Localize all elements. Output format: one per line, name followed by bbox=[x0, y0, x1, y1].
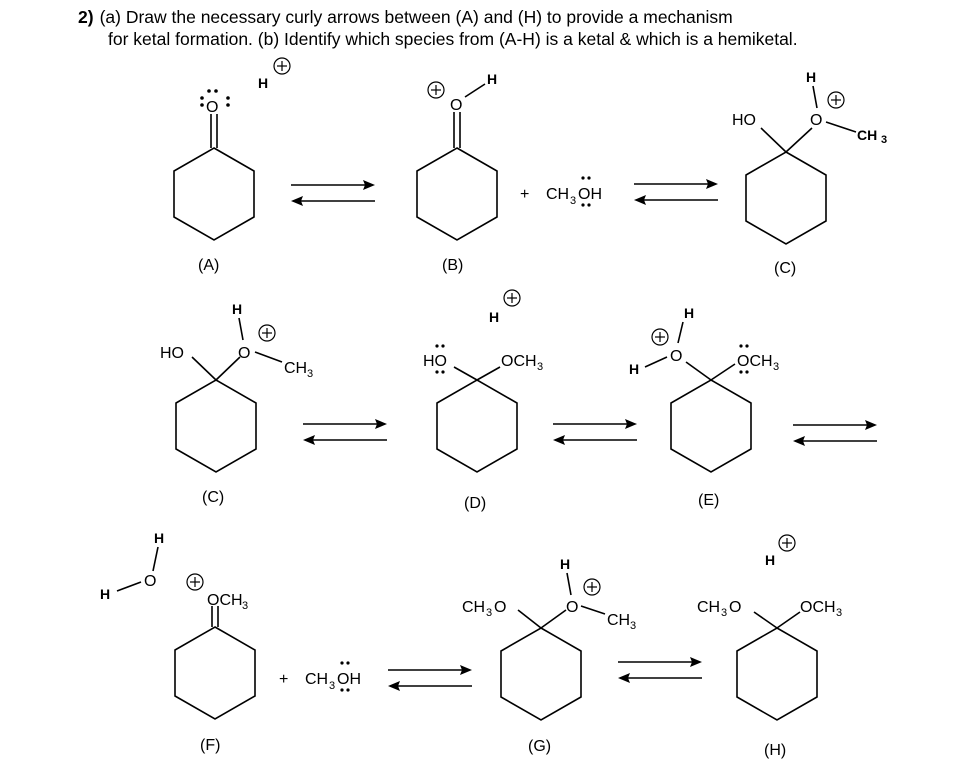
atom-h: H bbox=[629, 361, 639, 377]
equilibrium-arrows-icon bbox=[302, 418, 388, 446]
atom-h: H bbox=[806, 69, 816, 85]
label-c-top: (C) bbox=[774, 260, 796, 277]
subscript-3: 3 bbox=[773, 361, 779, 373]
methanol-sub: 3 bbox=[570, 195, 576, 207]
atom-ho: HO bbox=[732, 112, 756, 129]
plus-charge-icon bbox=[827, 91, 845, 109]
atom-ch3: CH bbox=[284, 360, 307, 377]
subscript-3: 3 bbox=[307, 368, 313, 380]
atom-ch3: CH bbox=[857, 127, 877, 143]
atom-h: H bbox=[684, 305, 694, 321]
methanol-ch: CH bbox=[305, 671, 328, 688]
atom-ho: HO bbox=[160, 345, 184, 362]
proton-h: H bbox=[489, 309, 499, 325]
label-h: (H) bbox=[764, 742, 786, 759]
atom-o: O bbox=[450, 97, 462, 114]
plus-charge-icon bbox=[778, 534, 796, 552]
subscript-3: 3 bbox=[486, 607, 492, 619]
atom-och3: OCH bbox=[800, 599, 836, 616]
equilibrium-arrows-icon bbox=[552, 418, 638, 446]
plus-charge-icon bbox=[427, 81, 445, 99]
subscript-3: 3 bbox=[881, 134, 887, 146]
label-f: (F) bbox=[200, 737, 220, 754]
equilibrium-arrows-icon bbox=[633, 178, 719, 206]
proton-h: H bbox=[258, 75, 268, 91]
atom-h: H bbox=[100, 586, 110, 602]
methanol-oh: OH bbox=[337, 671, 361, 688]
methanol-sub: 3 bbox=[329, 680, 335, 692]
molecule-b: O H bbox=[416, 71, 498, 241]
atom-och3: OCH bbox=[501, 353, 537, 370]
equilibrium-arrows-icon bbox=[792, 419, 878, 447]
atom-ch3o-ch: CH bbox=[697, 599, 720, 616]
atom-o: O bbox=[238, 345, 250, 362]
subscript-3: 3 bbox=[630, 620, 636, 632]
question-text: 2)(a) Draw the necessary curly arrows be… bbox=[78, 6, 798, 50]
atom-och3: OCH bbox=[207, 592, 243, 609]
label-c-middle: (C) bbox=[202, 489, 224, 506]
atom-h: H bbox=[154, 530, 164, 546]
molecule-c-top: HO O H CH 3 bbox=[732, 69, 887, 245]
molecule-f: OCH 3 bbox=[174, 573, 256, 720]
label-a: (A) bbox=[198, 257, 219, 274]
plus-charge-icon bbox=[503, 289, 521, 307]
label-d: (D) bbox=[464, 495, 486, 512]
question-line-1: (a) Draw the necessary curly arrows betw… bbox=[99, 7, 733, 27]
label-b: (B) bbox=[442, 257, 463, 274]
molecule-d: H HO OCH 3 bbox=[423, 289, 543, 473]
question-number: 2) bbox=[78, 7, 94, 27]
equilibrium-arrows-icon bbox=[617, 656, 703, 684]
subscript-3: 3 bbox=[721, 607, 727, 619]
atom-o: O bbox=[566, 599, 578, 616]
plus-charge-icon bbox=[186, 573, 204, 591]
plus-charge-icon bbox=[258, 324, 276, 342]
label-e: (E) bbox=[698, 492, 719, 509]
plus-charge-icon bbox=[273, 57, 291, 75]
label-g: (G) bbox=[528, 738, 551, 755]
atom-o: O bbox=[670, 348, 682, 365]
atom-ho: HO bbox=[423, 353, 447, 370]
subscript-3: 3 bbox=[242, 600, 248, 612]
methanol-reagent-2: + CH 3 OH bbox=[279, 661, 361, 692]
methanol-ch: CH bbox=[546, 186, 569, 203]
atom-ch3o-o: O bbox=[494, 599, 506, 616]
atom-ch3o-o: O bbox=[729, 599, 741, 616]
subscript-3: 3 bbox=[537, 361, 543, 373]
atom-h: H bbox=[487, 71, 497, 87]
equilibrium-arrows-icon bbox=[290, 179, 376, 207]
molecule-a: O H bbox=[173, 57, 291, 241]
atom-o: O bbox=[206, 99, 218, 116]
plus-sign: + bbox=[279, 671, 288, 688]
atom-h: H bbox=[560, 556, 570, 572]
plus-sign: + bbox=[520, 186, 529, 203]
subscript-3: 3 bbox=[836, 607, 842, 619]
molecule-e: O H H OCH 3 bbox=[629, 305, 779, 473]
atom-o: O bbox=[810, 112, 822, 129]
plus-charge-icon bbox=[583, 578, 601, 596]
water-molecule: H O H bbox=[100, 530, 164, 602]
atom-o: O bbox=[144, 573, 156, 590]
plus-charge-icon bbox=[651, 328, 669, 346]
methanol-reagent-1: + CH 3 OH bbox=[520, 176, 602, 207]
molecule-c-middle: HO O H CH 3 bbox=[160, 301, 313, 473]
molecule-g: CH 3 O O H CH 3 bbox=[462, 556, 636, 721]
methanol-oh: OH bbox=[578, 186, 602, 203]
atom-och3: OCH bbox=[737, 353, 773, 370]
molecule-h: H CH 3 O OCH 3 bbox=[697, 534, 842, 721]
atom-ch3o-ch: CH bbox=[462, 599, 485, 616]
atom-ch3: CH bbox=[607, 612, 630, 629]
proton-h: H bbox=[765, 552, 775, 568]
atom-h: H bbox=[232, 301, 242, 317]
equilibrium-arrows-icon bbox=[387, 664, 473, 692]
question-line-2: for ketal formation. (b) Identify which … bbox=[108, 29, 798, 49]
